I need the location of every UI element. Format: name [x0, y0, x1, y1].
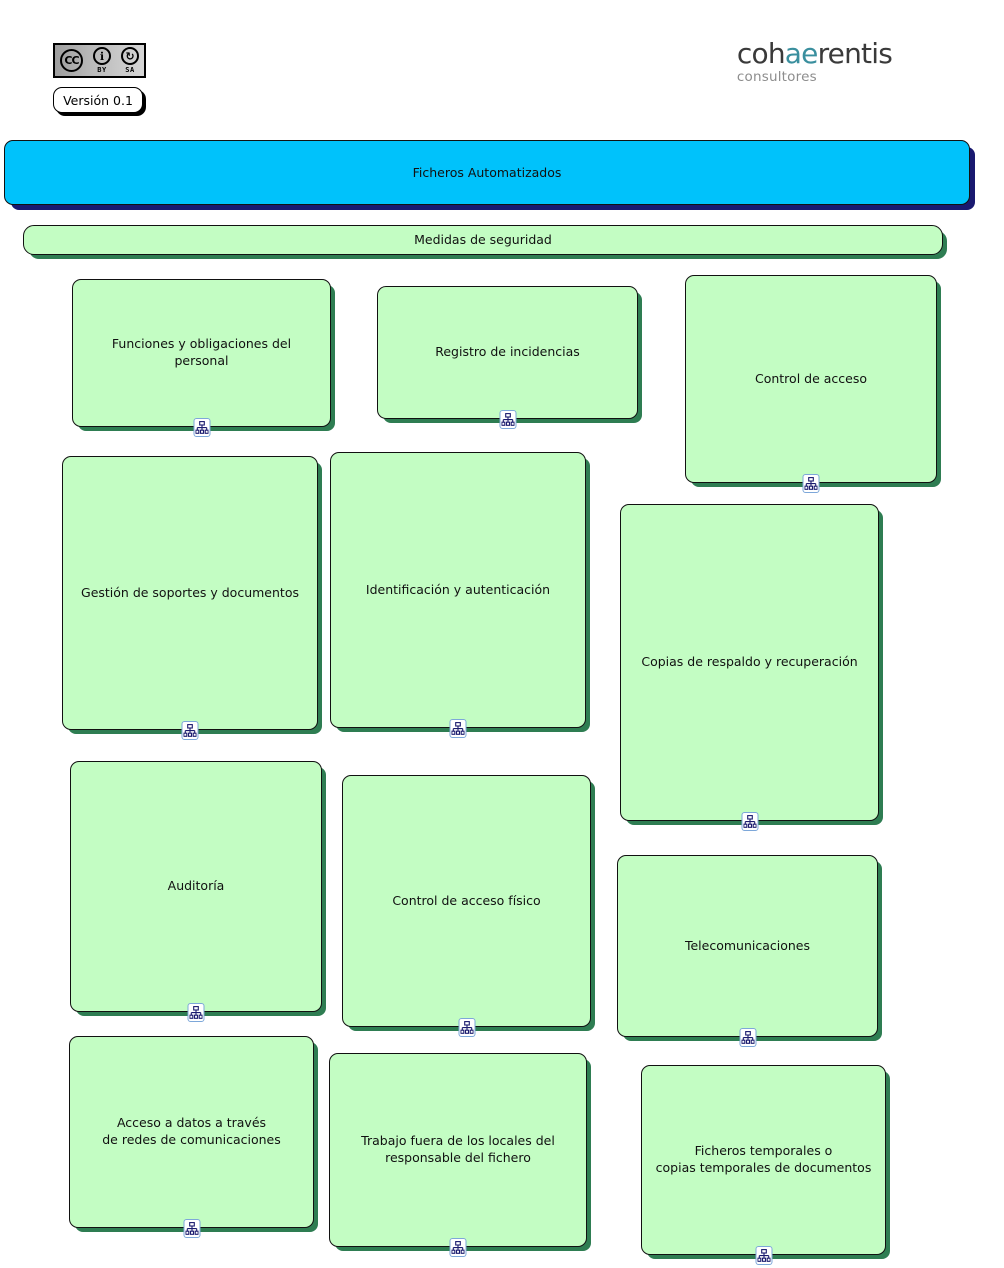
diagram-node-auditoria[interactable]: Auditoría — [70, 761, 322, 1022]
diagram-node-label: Control de acceso físico — [392, 892, 541, 908]
diagram-subtitle-node: Medidas de seguridad — [23, 225, 943, 255]
diagram-node-label: Telecomunicaciones — [684, 937, 811, 953]
diagram-node-copias-respaldo[interactable]: Copias de respaldo y recuperación — [620, 504, 879, 831]
diagram-node-label: Gestión de soportes y documentos — [81, 584, 299, 600]
diagram-subtitle-label: Medidas de seguridad — [414, 231, 552, 247]
diagram-node-control-acceso[interactable]: Control de acceso — [685, 275, 937, 493]
hierarchy-icon[interactable] — [741, 812, 758, 831]
hierarchy-icon[interactable] — [449, 719, 467, 738]
cc-icon: CC — [60, 49, 83, 72]
version-badge: Versión 0.1 — [53, 87, 143, 113]
logo-part-1: coh — [736, 37, 786, 70]
diagram-node-gestion-soportes[interactable]: Gestión de soportes y documentos — [62, 456, 318, 740]
diagram-node-label: Registro de incidencias — [435, 344, 580, 360]
diagram-node-label: Identificación y autenticación — [365, 581, 551, 597]
cc-sa-group: ↻ SA — [121, 47, 139, 74]
diagram-node-funciones[interactable]: Funciones y obligaciones del personal — [72, 279, 331, 437]
hierarchy-icon[interactable] — [458, 1018, 475, 1037]
hierarchy-icon[interactable] — [181, 721, 199, 740]
diagram-title-label: Ficheros Automatizados — [412, 165, 562, 180]
diagram-node-label: Funciones y obligaciones del personal — [111, 336, 292, 368]
hierarchy-icon[interactable] — [802, 474, 820, 493]
logo-part-3: rentis — [817, 37, 893, 70]
hierarchy-icon[interactable] — [183, 1219, 200, 1238]
cc-by-icon: ℹ — [93, 47, 111, 65]
cc-by-label: BY — [97, 66, 107, 74]
diagram-node-identificacion[interactable]: Identificación y autenticación — [330, 452, 586, 738]
diagram-node-label: Copias de respaldo y recuperación — [641, 654, 858, 670]
cc-sa-icon: ↻ — [121, 47, 139, 65]
logo-ae-ligature: ae — [784, 37, 819, 70]
diagram-title-node: Ficheros Automatizados — [4, 140, 970, 205]
creative-commons-badge: CC ℹ BY ↻ SA — [53, 43, 146, 78]
logo-subtitle: consultores — [736, 69, 817, 85]
diagram-node-label: Control de acceso — [754, 370, 867, 386]
diagram-node-control-fisico[interactable]: Control de acceso físico — [342, 775, 591, 1037]
cohaerentis-logo: cohaerentis consultores — [736, 37, 893, 85]
hierarchy-icon[interactable] — [187, 1003, 205, 1022]
hierarchy-icon[interactable] — [449, 1238, 467, 1257]
hierarchy-icon[interactable] — [755, 1246, 772, 1265]
hierarchy-icon[interactable] — [739, 1028, 756, 1047]
hierarchy-icon[interactable] — [193, 418, 210, 437]
diagram-node-registro[interactable]: Registro de incidencias — [377, 286, 638, 429]
logo-wordmark: cohaerentis — [736, 37, 893, 70]
diagram-node-telecomunicaciones[interactable]: Telecomunicaciones — [617, 855, 878, 1047]
hierarchy-icon[interactable] — [499, 410, 516, 429]
cc-sa-label: SA — [125, 66, 135, 74]
diagram-node-label: Auditoría — [167, 878, 225, 894]
cc-by-group: ℹ BY — [93, 47, 111, 74]
